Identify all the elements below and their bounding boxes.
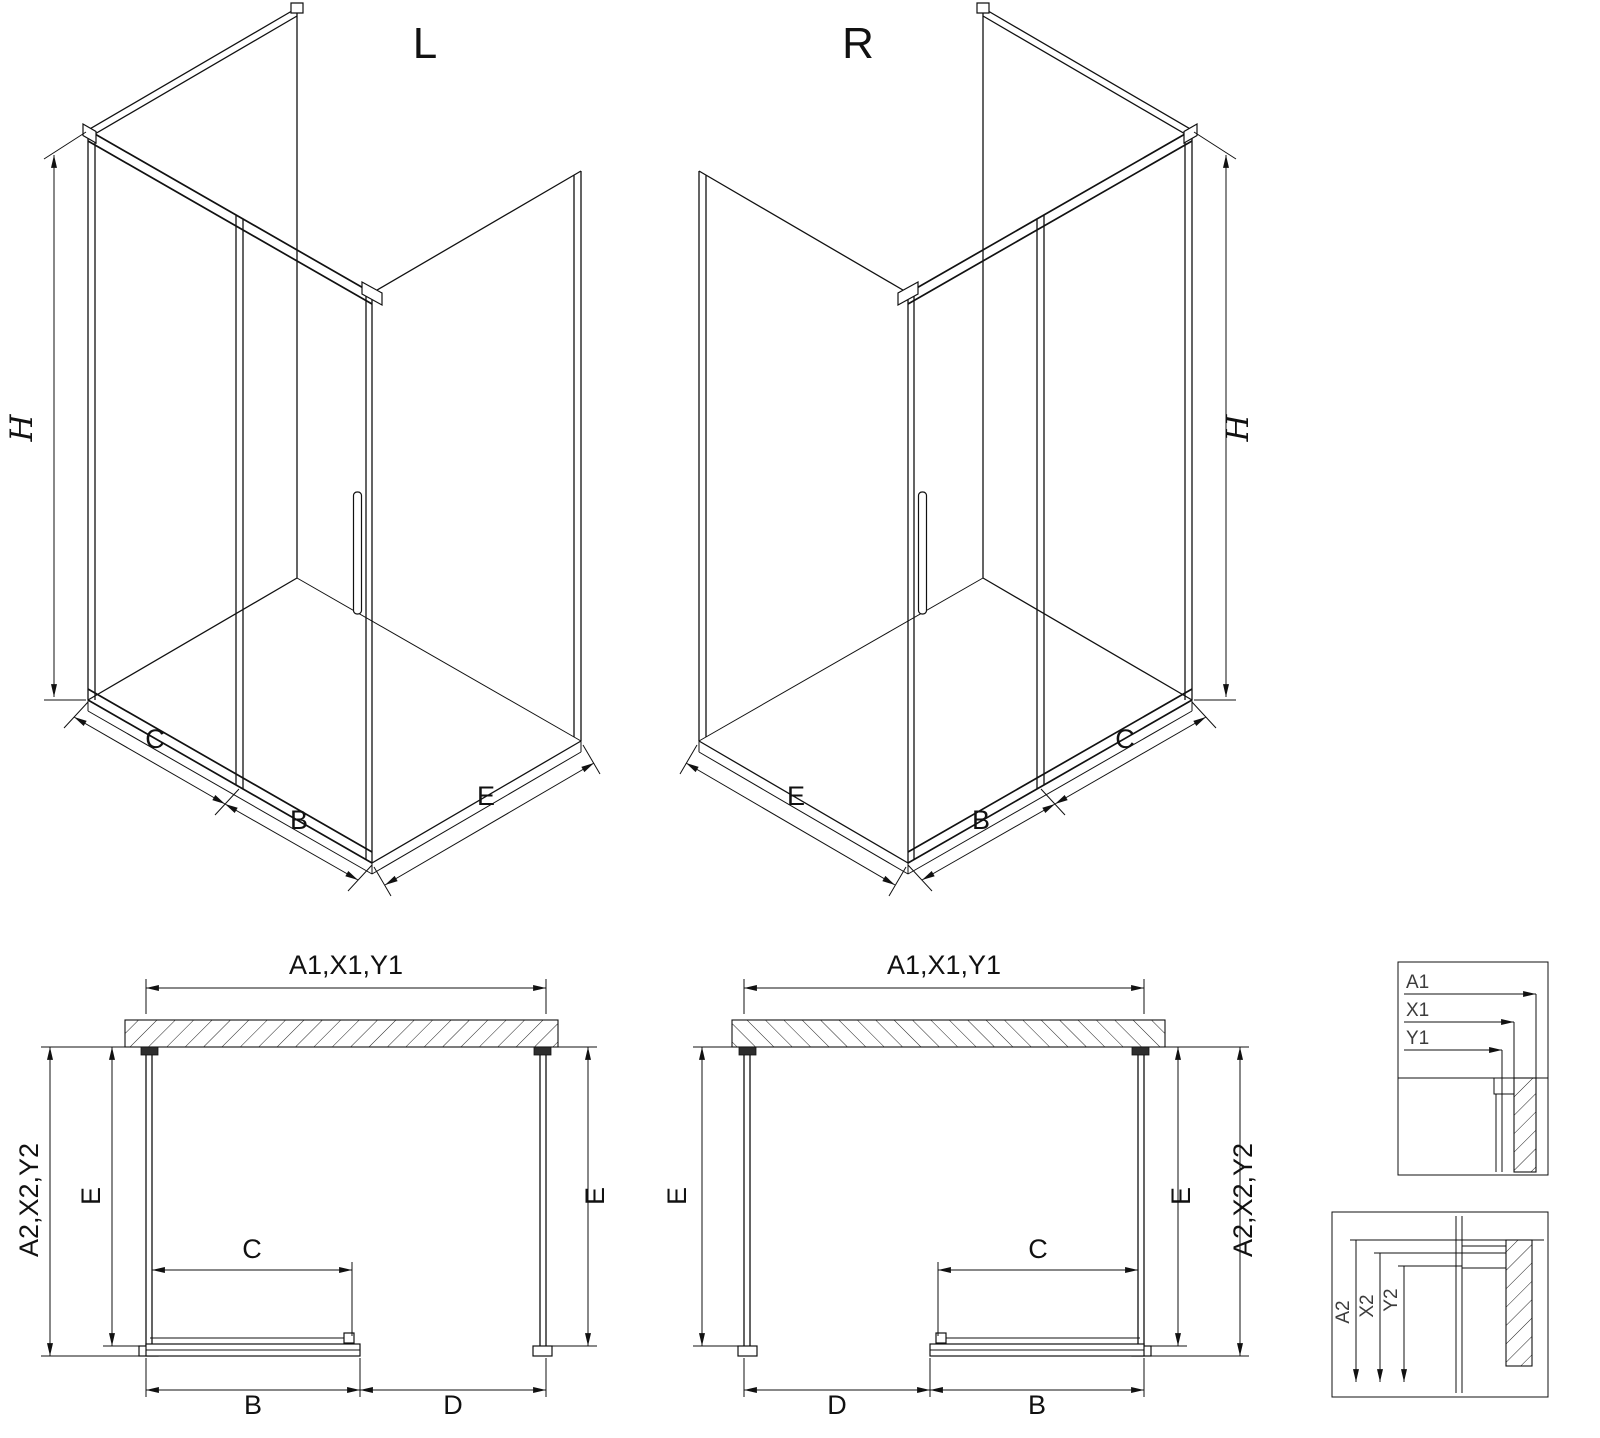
- iso-view-right: R H C B E: [680, 3, 1256, 896]
- iso-dimension-lines: [43, 131, 601, 897]
- detail-label-x2: X2: [1357, 1294, 1378, 1317]
- dim-label-bottom-left: D: [827, 1390, 847, 1420]
- plan-view-right: A1,X1,Y1 A2,X2,Y2 E E C D B: [662, 950, 1258, 1420]
- dim-label-side-wall: E: [477, 781, 495, 811]
- dim-label-door: B: [290, 805, 308, 835]
- glass-panel-left-plan: [145, 1047, 153, 1346]
- view-title-left: L: [413, 19, 437, 68]
- plan-enclosure-geometry: [41, 979, 597, 1397]
- side-panel-e-edges: [371, 170, 582, 864]
- dim-label-bottom-left: B: [244, 1390, 262, 1420]
- iso-enclosure-geometry-mirrored: [680, 3, 1236, 896]
- detail-label-x1: X1: [1406, 1000, 1429, 1021]
- dim-label-depth-outer: A2,X2,Y2: [14, 1143, 44, 1257]
- detail-label-y1: Y1: [1406, 1028, 1429, 1049]
- dim-label-door-panel: C: [242, 1234, 262, 1264]
- sliding-door-plan: [145, 1332, 361, 1357]
- dim-label-fixed-panel: C: [145, 724, 165, 754]
- door-handle-plan: [343, 1332, 355, 1344]
- dim-label-height: H: [1220, 414, 1256, 443]
- detail-depth-section: A2 X2 Y2: [1331, 1211, 1549, 1398]
- dim-label-depth-left: E: [662, 1187, 692, 1205]
- dim-label-door: B: [972, 805, 990, 835]
- dim-label-height: H: [4, 414, 40, 443]
- dim-line-door: [224, 803, 359, 881]
- glass-panel-detail: [1455, 1216, 1463, 1393]
- dim-label-bottom-right: B: [1028, 1390, 1046, 1420]
- wall-section-plan: [124, 1019, 559, 1048]
- detail-width-section: A1 X1 Y1: [1397, 961, 1549, 1176]
- dim-label-door-panel: C: [1028, 1234, 1048, 1264]
- dim-label-depth-right: E: [1166, 1187, 1196, 1205]
- wall-connector-left: [140, 1046, 159, 1056]
- panel-end-cap-right: [532, 1345, 553, 1357]
- face-reference-lines: [1350, 1239, 1544, 1267]
- door-handle: [352, 491, 363, 615]
- dim-extension-lines: [43, 131, 601, 897]
- dim-label-depth-left: E: [76, 1187, 106, 1205]
- detail-frame: [1397, 961, 1549, 1176]
- bottom-rail: [87, 688, 373, 864]
- detail-label-a2: A2: [1333, 1300, 1354, 1323]
- dim-label-width-top: A1,X1,Y1: [289, 950, 403, 980]
- glass-panel-right-plan: [539, 1047, 547, 1346]
- profile-section-detail: [1493, 1077, 1515, 1095]
- back-panel-top-cap: [290, 2, 304, 14]
- front-face-edges: [87, 130, 373, 863]
- dim-label-fixed-panel: C: [1115, 724, 1135, 754]
- glass-and-face-lines: [1495, 994, 1537, 1172]
- top-rail: [87, 129, 373, 305]
- dim-line-side-wall: [384, 762, 595, 886]
- dim-label-bottom-right: D: [443, 1390, 463, 1420]
- dim-label-side-wall: E: [787, 781, 805, 811]
- dim-label-depth-right: E: [580, 1187, 610, 1205]
- iso-view-left: L H C B E: [4, 2, 601, 897]
- wall-section-detail: [1513, 1077, 1537, 1173]
- detail-label-a1: A1: [1406, 972, 1429, 993]
- wall-connector-right: [533, 1046, 552, 1056]
- wall-profile-cap: [82, 122, 97, 145]
- dim-extension-lines: [41, 979, 597, 1397]
- corner-connector: [361, 280, 383, 307]
- wall-section-detail: [1505, 1239, 1533, 1367]
- plan-view-left: A1,X1,Y1 A2,X2,Y2 E E C B D: [14, 950, 610, 1420]
- dim-label-width-top: A1,X1,Y1: [887, 950, 1001, 980]
- dim-line-fixed-panel: [73, 716, 226, 805]
- iso-enclosure-geometry: [43, 2, 601, 897]
- back-panel-edges: [87, 7, 298, 701]
- detail-frame: [1331, 1211, 1549, 1398]
- plan-dimension-lines: [41, 979, 597, 1397]
- dim-label-depth-outer: A2,X2,Y2: [1228, 1143, 1258, 1257]
- profile-section-detail: [1461, 1245, 1507, 1269]
- view-title-right: R: [842, 19, 874, 68]
- detail-label-y2: Y2: [1381, 1288, 1402, 1311]
